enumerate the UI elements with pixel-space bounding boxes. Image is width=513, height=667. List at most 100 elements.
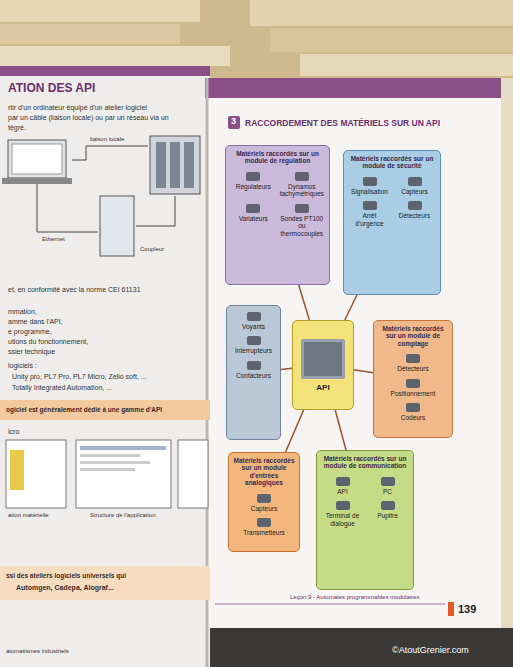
header-band xyxy=(0,66,210,76)
screenshot-detail xyxy=(80,446,166,450)
device-label: Détecteurs xyxy=(393,199,436,228)
page-edges xyxy=(500,78,513,667)
page-text: logiciels : xyxy=(8,362,37,370)
page-text: ©AtoutGrenier.com xyxy=(392,646,469,656)
page-text: Coupleur xyxy=(140,246,164,253)
book xyxy=(0,46,230,66)
screenshot xyxy=(76,440,171,508)
page-text: 3 xyxy=(231,117,236,127)
device-label: Arrêt d'urgence xyxy=(348,199,391,228)
page-text: rtir d'un ordinateur équipé d'un atelier… xyxy=(8,104,147,112)
equipment-group: Matériels raccordés sur un module de séc… xyxy=(343,150,441,295)
device-label: Variateurs xyxy=(230,202,277,238)
page-text: Leçon 9 - Automates programmables modula… xyxy=(290,594,419,601)
equipment-group: Matériels raccordés sur un module d'entr… xyxy=(228,452,300,552)
page-text: utions du fonctionnement, xyxy=(8,338,88,346)
device-label: Codeurs xyxy=(378,401,448,422)
page-text: ogiciel est généralement dédié à une gam… xyxy=(6,406,162,413)
laptop-display xyxy=(12,144,62,174)
laptop-base xyxy=(2,178,72,184)
book xyxy=(0,0,200,22)
plc-module xyxy=(184,142,194,188)
page-text: Automgen, Cadepa, Alograf... xyxy=(16,584,114,592)
screenshot-detail xyxy=(80,461,150,464)
laptop-screen xyxy=(8,140,66,178)
group-heading: Matériels raccordés sur un module de séc… xyxy=(348,155,436,170)
device-label: Pupitre xyxy=(366,499,409,528)
page-text: ATION DES API xyxy=(8,82,95,95)
device-label: Voyants xyxy=(231,310,276,331)
screenshot-detail xyxy=(80,454,140,457)
page-text: 139 xyxy=(458,603,476,615)
connection-line xyxy=(286,410,304,452)
local-link-wire xyxy=(72,146,148,160)
page-text: Structure de l'application xyxy=(90,512,156,519)
group-heading: Matériels raccordés sur un module de rég… xyxy=(230,150,325,165)
book-spines xyxy=(0,0,513,76)
highlight-band xyxy=(0,400,210,420)
device-label: Contacteurs xyxy=(231,359,276,380)
screenshot xyxy=(178,440,208,508)
plc-module xyxy=(156,142,166,188)
page-text: tégré. xyxy=(8,124,26,132)
screenshot-detail xyxy=(80,468,135,471)
device-label: Positionnement xyxy=(378,377,448,398)
network-illustration xyxy=(2,136,200,256)
page-text: et, en conformité avec la norme CEI 6113… xyxy=(8,286,141,294)
group-heading: Matériels raccordés sur un module d'entr… xyxy=(233,457,295,487)
group-heading: Matériels raccordés sur un module de com… xyxy=(378,325,448,347)
connection-line xyxy=(281,368,292,369)
book xyxy=(270,28,513,52)
footer-rule xyxy=(215,604,445,605)
device-label: PC xyxy=(366,475,409,496)
device-label: Sondes PT100 ou thermocouples xyxy=(279,202,326,238)
page-text: Ethernet xyxy=(42,236,65,243)
device-label: Capteurs xyxy=(393,175,436,196)
plc-module xyxy=(170,142,180,188)
header-band xyxy=(205,78,501,98)
book xyxy=(0,24,180,44)
page-text: icro xyxy=(8,428,19,436)
connection-line xyxy=(335,410,346,450)
plc-rack xyxy=(150,136,200,194)
screenshot-detail xyxy=(10,450,24,490)
device-label: Capteurs xyxy=(233,492,295,513)
book xyxy=(250,0,513,26)
page-text: ssi des ateliers logiciels universels qu… xyxy=(6,572,126,579)
section-title: RACCORDEMENT DES MATÉRIELS SUR UN API xyxy=(245,118,440,128)
connection-line xyxy=(354,370,373,373)
page-text: Unity pro, PL7 Pro, PL7 Micro, Zelio sof… xyxy=(12,373,147,381)
device-label: Transmetteurs xyxy=(233,516,295,537)
device-label: Dynamos tachymétriques xyxy=(279,170,326,199)
plc-box: API xyxy=(292,320,354,410)
ethernet-wire xyxy=(37,184,98,232)
left-page xyxy=(0,66,210,667)
device-label: API xyxy=(321,475,364,496)
page-text: atomatismes industriels xyxy=(6,648,69,655)
connection-line xyxy=(299,285,310,320)
page-text: e programme, xyxy=(8,328,52,336)
equipment-group: VoyantsInterrupteursContacteurs xyxy=(226,305,281,440)
device-label: Régulateurs xyxy=(230,170,277,199)
equipment-group: Matériels raccordés sur un module de com… xyxy=(316,450,414,590)
screenshot xyxy=(6,440,66,508)
page-mark xyxy=(448,602,454,616)
page-text: mmation, xyxy=(8,308,37,316)
coupler-wire xyxy=(136,196,175,226)
right-page xyxy=(205,78,501,628)
group-heading: Matériels raccordés sur un module de com… xyxy=(321,455,409,470)
device-label: Signalisation xyxy=(348,175,391,196)
device-label: API xyxy=(301,339,345,392)
section-badge xyxy=(228,116,240,129)
software-screenshots xyxy=(6,440,208,508)
page-text: liaison locale xyxy=(90,136,124,143)
page-text: ssier technique xyxy=(8,348,55,356)
page-text: amme dans l'API, xyxy=(8,318,63,326)
coupler xyxy=(100,196,134,256)
page-text: par un câble (liaison locale) ou par un … xyxy=(8,114,169,122)
page-text: ation matérielle xyxy=(8,512,49,519)
equipment-group: Matériels raccordés sur un module de com… xyxy=(373,320,453,438)
